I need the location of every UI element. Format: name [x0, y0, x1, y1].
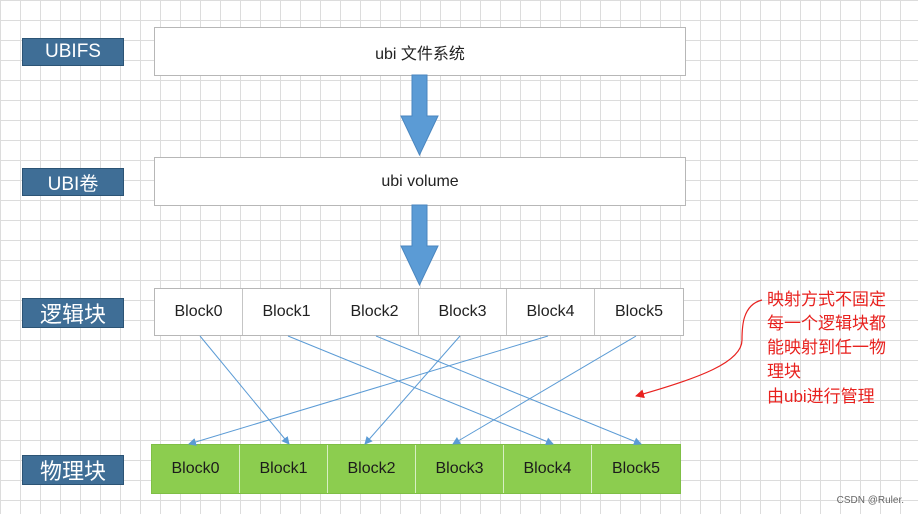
physical-block-0: Block0 — [152, 445, 240, 493]
mapping-note: 映射方式不固定 每一个逻辑块都 能映射到任一物 理块 由ubi进行管理 — [767, 288, 912, 409]
mapping-line-4 — [188, 335, 549, 446]
down-arrow-fs-to-volume — [400, 74, 439, 157]
mapping-lines — [188, 335, 642, 446]
logical-block-4: Block4 — [507, 289, 595, 335]
note-line-1: 映射方式不固定 — [767, 290, 886, 309]
note-line-3: 能映射到任一物 — [767, 338, 886, 357]
note-line-5: 由ubi进行管理 — [767, 387, 875, 406]
watermark: CSDN @Ruler. — [836, 495, 904, 506]
physical-block-3: Block3 — [416, 445, 504, 493]
logical-block-5: Block5 — [614, 303, 664, 320]
mapping-line-5 — [452, 335, 637, 445]
note-line-4: 理块 — [767, 362, 801, 381]
physical-block-layer-label: 物理块 — [22, 455, 124, 485]
ubi-volume-layer-label: UBI卷 — [22, 168, 124, 196]
note-line-2: 每一个逻辑块都 — [767, 314, 886, 333]
logical-block-1: Block1 — [243, 289, 331, 335]
down-arrow-volume-to-logical — [400, 204, 439, 287]
mapping-line-0 — [199, 335, 290, 445]
logical-block-2: Block2 — [331, 289, 419, 335]
mapping-line-2 — [375, 335, 642, 446]
physical-block-4: Block4 — [504, 445, 592, 493]
physical-block-1: Block1 — [240, 445, 328, 493]
logical-block-0: Block0 — [155, 289, 243, 335]
logical-block-3: Block3 — [419, 289, 507, 335]
ubifs-layer-label: UBIFS — [22, 38, 124, 66]
callout-arrow — [635, 299, 763, 399]
mapping-line-3 — [364, 335, 461, 445]
logical-block-layer-label: 逻辑块 — [22, 298, 124, 328]
physical-block-5: Block5 — [611, 460, 661, 477]
physical-block-2: Block2 — [328, 445, 416, 493]
mapping-line-1 — [287, 335, 554, 446]
